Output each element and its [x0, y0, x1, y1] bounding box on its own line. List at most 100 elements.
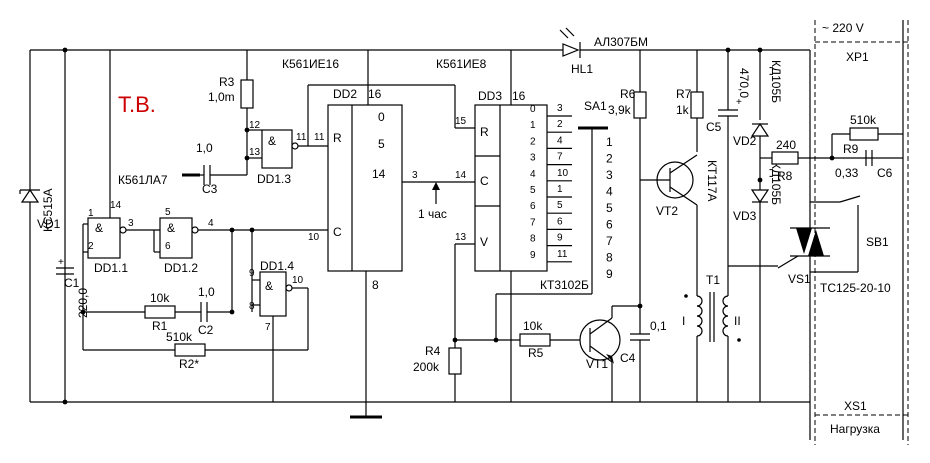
r9-c6-snubber: 510k R9 0,33 C6 — [829, 113, 903, 180]
vd2-type: КД105Б — [769, 60, 783, 103]
dd1-4-p10: 10 — [292, 275, 304, 286]
dd3-out-4: 4 — [530, 169, 536, 180]
t1-winding2: II — [734, 314, 741, 328]
vd3-name: VD3 — [733, 209, 757, 223]
c2-value: 1,0 — [198, 285, 215, 299]
dd1-1-gate: & 1 2 3 14 DD1.1 — [82, 50, 160, 350]
dd3-outpin-3: 7 — [557, 152, 563, 163]
t1-winding1: I — [682, 314, 685, 328]
c6-value: 0,33 — [835, 166, 859, 180]
dd1-2-p5: 5 — [165, 207, 171, 218]
xp1-voltage: ~ 220 V — [822, 21, 864, 35]
dd3-c: C — [480, 174, 489, 188]
vt2-type: КТ117А — [705, 160, 719, 201]
dd1-3-label: DD1.3 — [257, 172, 291, 186]
c1-capacitor: + C1 220,0 — [56, 257, 90, 318]
vs1-type: ТС125-20-10 — [820, 281, 891, 295]
c5-value: 470,0 — [737, 68, 751, 98]
r9-value: 510k — [850, 113, 877, 127]
dd3-out-0: 0 — [530, 104, 536, 115]
dd2-out0: 0 — [378, 110, 385, 124]
sa1-pos-7: 7 — [606, 234, 613, 248]
sb1-button[interactable]: SB1 — [810, 195, 889, 273]
dd2-p8: 8 — [372, 278, 379, 292]
dd2-pin16: 16 — [368, 87, 382, 101]
vt1-name: VT1 — [586, 357, 608, 371]
sa1-pos-2: 2 — [606, 152, 613, 166]
r3-name: R3 — [219, 75, 235, 89]
r5-name: R5 — [528, 346, 544, 360]
dd3-outpin-0: 3 — [557, 103, 563, 114]
r6-resistor: R6 3,9k — [608, 50, 647, 309]
r1-value: 10k — [150, 291, 170, 305]
dd3-outpin-4: 10 — [557, 168, 569, 179]
t1-name: T1 — [706, 273, 720, 287]
r2-name: R2* — [179, 357, 199, 371]
r7-value: 1k — [676, 103, 690, 117]
r9-name: R9 — [843, 142, 859, 156]
sa1-name: SA1 — [584, 99, 607, 113]
dd2-p10: 10 — [308, 232, 320, 243]
dd3-pin16: 16 — [512, 89, 526, 103]
dd3-outpin-7: 6 — [557, 216, 563, 227]
vd2-name: VD2 — [733, 134, 757, 148]
xs1-load: Нагрузка — [830, 422, 880, 436]
r4-name: R4 — [425, 344, 441, 358]
dd3-p15: 15 — [455, 116, 467, 127]
dd1-2-gate: & 5 6 4 DD1.2 — [153, 207, 328, 275]
c5-plus: + — [736, 97, 742, 108]
dd1-2-label: DD1.2 — [164, 261, 198, 275]
dd2-type: К561ИЕ16 — [282, 57, 339, 71]
t1-transformer: T1 I II — [682, 266, 741, 402]
sa1-pos-8: 8 — [606, 251, 613, 265]
sa1-pos-9: 9 — [606, 267, 613, 281]
dd3-p14: 14 — [455, 170, 467, 181]
dd1-3-gate: & 12 13 11 DD1.3 — [247, 120, 328, 186]
dd3-out-8: 8 — [530, 234, 536, 245]
dd1-4-and: & — [265, 279, 273, 293]
hl1-name: HL1 — [571, 62, 593, 76]
dd3-outpin-6: 5 — [557, 200, 563, 211]
dd3-p13: 13 — [455, 232, 467, 243]
r6-name: R6 — [620, 87, 636, 101]
dd1-4-gate: & 9 8 10 7 DD1.4 — [249, 227, 308, 402]
r1-name: R1 — [152, 319, 168, 333]
dd1-3-p13: 13 — [249, 147, 261, 158]
vd2-diode: VD2 КД105Б — [733, 47, 783, 180]
dd1-2-p4: 4 — [208, 218, 214, 229]
dd3-name: DD3 — [478, 89, 502, 103]
xp1-name: XP1 — [846, 50, 869, 64]
vd1-zener: КС515А VD1 — [19, 188, 61, 232]
c4-name: C4 — [620, 351, 636, 365]
vd1-type: КС515А — [41, 188, 55, 232]
c4-value: 0,1 — [650, 319, 667, 333]
dd1-1-p3: 3 — [128, 218, 134, 229]
r3-resistor: R3 1,0m — [208, 50, 254, 158]
dd2-c: C — [333, 225, 342, 239]
dd1-4-p7: 7 — [265, 322, 271, 333]
dd3-out-7: 7 — [530, 217, 536, 228]
timer-annotation: 1 час — [418, 182, 447, 221]
dd3-out-5: 5 — [530, 185, 536, 196]
vt2-transistor: VT2 КТ117А — [640, 154, 719, 290]
r5-value: 10k — [523, 319, 543, 333]
dd3-out-9: 9 — [530, 250, 536, 261]
r5-resistor: 10k R5 — [455, 293, 592, 360]
dd1-1-label: DD1.1 — [94, 261, 128, 275]
hl1-led: АЛ307БМ HL1 — [559, 27, 648, 76]
dd1-3-p12: 12 — [249, 120, 261, 131]
r7-name: R7 — [676, 87, 692, 101]
timer-label: 1 час — [418, 207, 447, 221]
dd2-p11: 11 — [314, 132, 325, 143]
r4-resistor: R4 200k — [413, 337, 462, 402]
dd3-out-3: 3 — [530, 153, 536, 164]
sa1-pos-3: 3 — [606, 168, 613, 182]
vt2-name: VT2 — [656, 204, 678, 218]
r2-value: 510k — [166, 330, 193, 344]
vt1-transistor: VT1 КТ3102Б — [540, 278, 640, 402]
dd1-1-and: & — [95, 221, 103, 235]
r3-value: 1,0m — [208, 90, 235, 104]
